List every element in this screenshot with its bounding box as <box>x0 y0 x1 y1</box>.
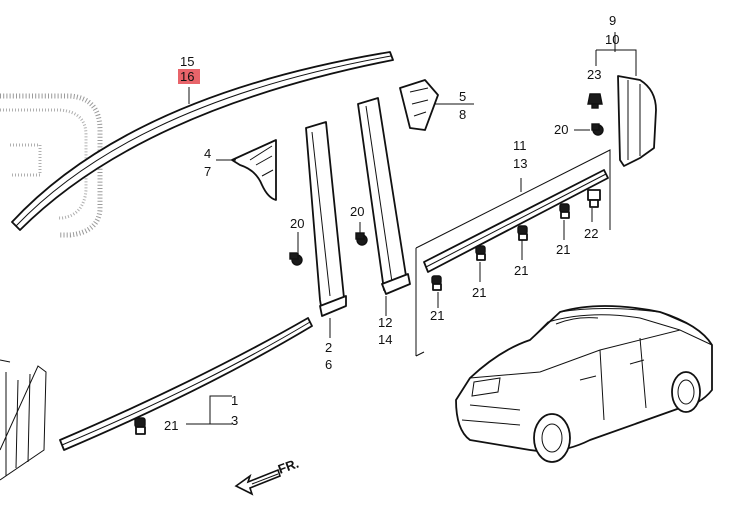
callout-21-d: 21 <box>556 242 570 257</box>
callout-1: 1 <box>231 393 238 408</box>
clip-icon-21-bottom <box>134 417 146 435</box>
callout-16: 16 <box>180 69 194 84</box>
clip-icon-20-mid <box>355 232 368 246</box>
callout-6: 6 <box>325 357 332 372</box>
clip-icon-22 <box>587 189 601 208</box>
callout-7: 7 <box>204 164 211 179</box>
callout-10: 10 <box>605 32 619 47</box>
rear-corner-garnish <box>617 75 657 167</box>
clip-icon-21-a <box>431 275 442 291</box>
callout-20-left: 20 <box>290 216 304 231</box>
callout-5: 5 <box>459 89 466 104</box>
callout-23: 23 <box>587 67 601 82</box>
clip-icon-21-b <box>475 245 486 261</box>
phantom-door-outline <box>0 93 103 238</box>
callout-4: 4 <box>204 146 211 161</box>
callout-11: 11 <box>513 138 527 153</box>
vehicle-illustration <box>455 305 713 463</box>
direction-label: FR. <box>276 456 301 477</box>
callout-21-c: 21 <box>514 263 528 278</box>
callout-2: 2 <box>325 340 332 355</box>
callout-14: 14 <box>378 332 392 347</box>
door-frame-lines <box>0 359 47 481</box>
callout-21-bottom: 21 <box>164 418 178 433</box>
pillar-garnish-front <box>305 121 347 317</box>
garnish-bracket <box>231 139 277 201</box>
callout-20-right: 20 <box>554 122 568 137</box>
callout-22: 22 <box>584 226 598 241</box>
group-bracket-11-13 <box>415 149 611 357</box>
clip-part-upper <box>399 79 439 131</box>
rear-door-molding <box>423 169 609 273</box>
callout-3: 3 <box>231 413 238 428</box>
callout-15: 15 <box>180 54 194 69</box>
callout-8: 8 <box>459 107 466 122</box>
callout-9: 9 <box>609 13 616 28</box>
clip-icon-23 <box>587 93 603 109</box>
callout-13: 13 <box>513 156 527 171</box>
leader-lines <box>186 32 637 425</box>
roof-molding <box>11 51 394 231</box>
callout-12: 12 <box>378 315 392 330</box>
front-door-molding <box>59 317 313 451</box>
callout-20-mid: 20 <box>350 204 364 219</box>
pillar-garnish-rear <box>357 97 411 295</box>
clip-icon-21-d <box>559 203 570 219</box>
front-direction-arrow-icon <box>234 468 281 496</box>
clip-icon-20-left <box>289 252 303 266</box>
callout-16-highlight <box>178 69 200 84</box>
callout-21-a: 21 <box>430 308 444 323</box>
clip-icon-21-c <box>517 225 528 241</box>
clip-icon-20-right <box>591 123 604 136</box>
callout-21-b: 21 <box>472 285 486 300</box>
